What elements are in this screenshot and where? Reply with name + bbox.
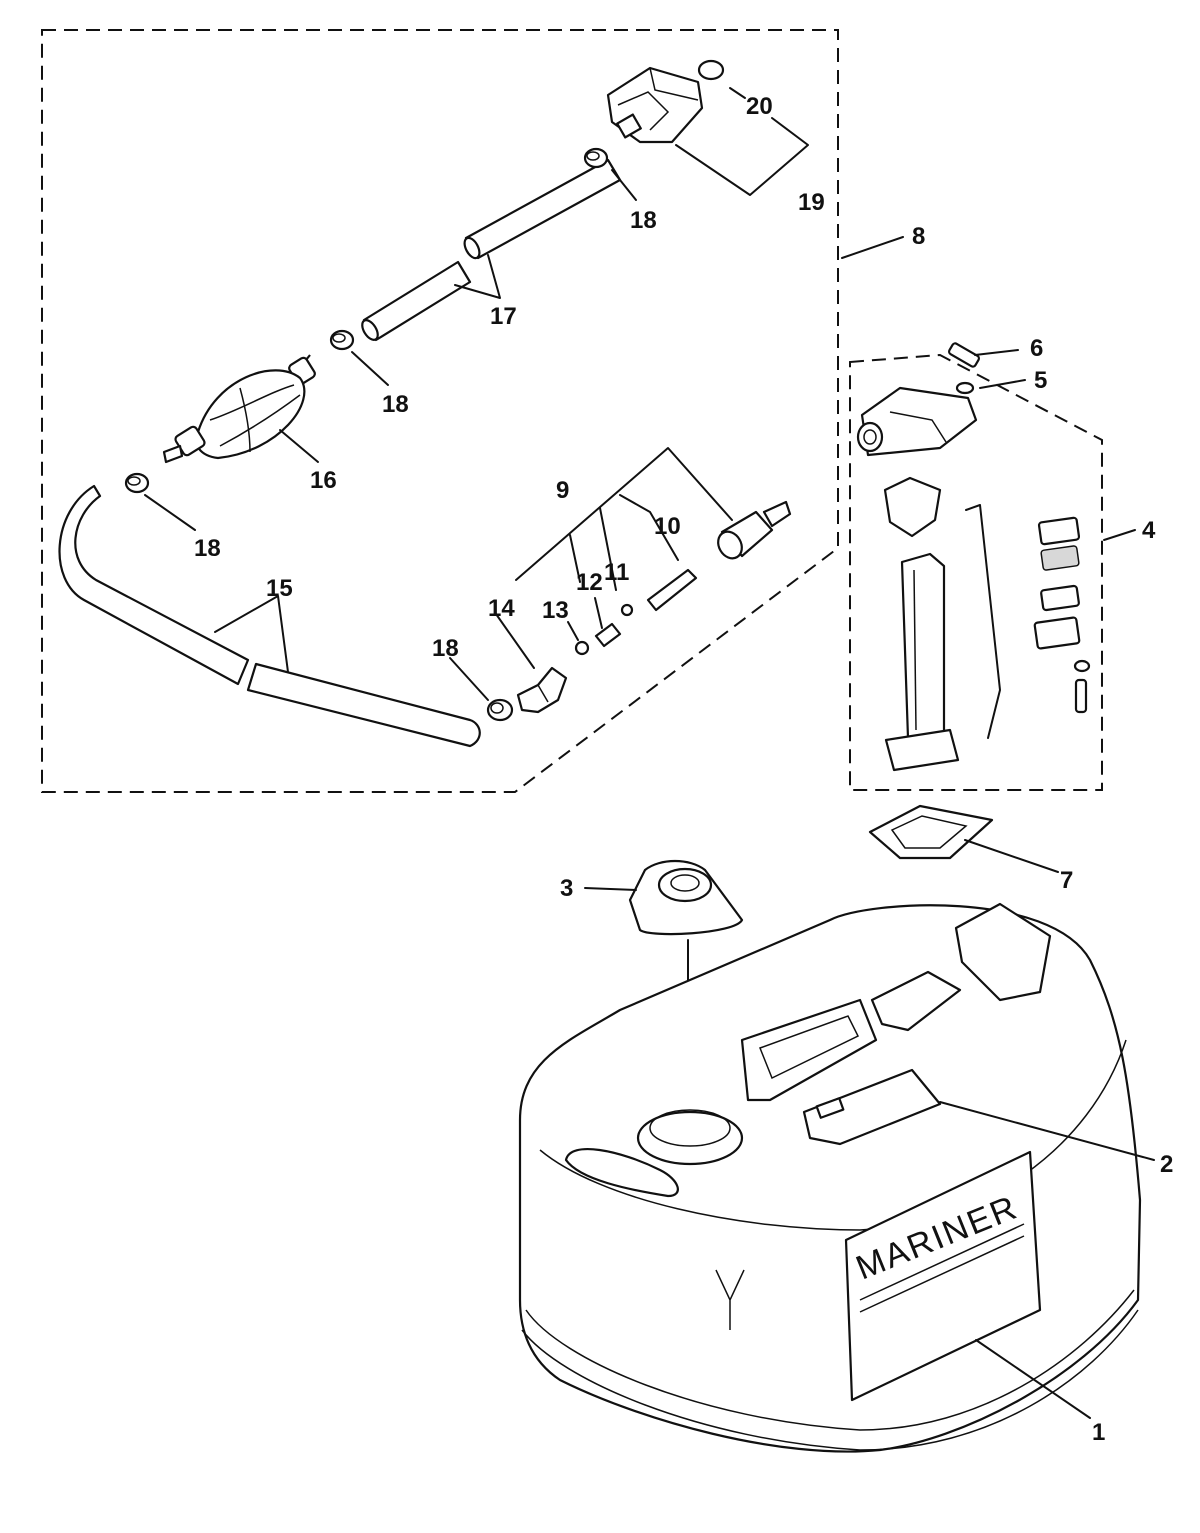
- callout-18-middle: 18: [382, 391, 409, 418]
- callout-4: 4: [1142, 517, 1156, 544]
- callout-5: 5: [1034, 367, 1047, 394]
- fuel-connector: [606, 66, 704, 144]
- callout-17: 17: [490, 303, 517, 330]
- callout-7: 7: [1060, 867, 1073, 894]
- gasket: [868, 804, 994, 860]
- leader-lines-fuel-line: [144, 87, 809, 701]
- callout-6: 6: [1030, 335, 1043, 362]
- callout-12: 12: [576, 569, 603, 596]
- callout-8: 8: [912, 223, 925, 250]
- washer-5: [955, 381, 975, 395]
- callout-18-upper: 18: [630, 207, 657, 234]
- fuel-pickup-assembly-boundary: [849, 353, 1103, 791]
- o-ring: [697, 59, 725, 81]
- primer-bulb: [162, 354, 316, 464]
- callout-18-right: 18: [432, 635, 459, 662]
- callout-11: 11: [604, 559, 629, 586]
- screw-6: [948, 342, 980, 368]
- callout-labels: 1 2 3 4 5 6 7 8 9 10 11 12 13 14 15 16 1…: [194, 93, 1173, 1446]
- check-valve-10: [646, 568, 698, 612]
- callout-1: 1: [1092, 1419, 1105, 1446]
- hose-clamp-middle: [329, 329, 355, 351]
- o-ring-11: [620, 603, 634, 617]
- callout-20: 20: [746, 93, 773, 120]
- fuel-cap: [628, 860, 744, 936]
- callout-19: 19: [798, 189, 825, 216]
- leader-lines-tank: [584, 236, 1155, 1419]
- fitting-9: [717, 500, 792, 560]
- hose-clamp-lower-right: [486, 698, 514, 722]
- callout-13: 13: [542, 597, 569, 624]
- pickup-cover: [883, 476, 942, 538]
- callout-14: 14: [488, 595, 515, 622]
- washer-13: [574, 640, 590, 656]
- callout-2: 2: [1160, 1151, 1173, 1178]
- pickup-rod: [965, 504, 1001, 739]
- fuel-line-assembly-boundary: [41, 29, 839, 793]
- pickup-tube: [884, 552, 960, 772]
- fuel-hose-lower: [58, 484, 481, 748]
- callout-3: 3: [560, 875, 573, 902]
- callout-10: 10: [654, 513, 681, 540]
- screw-lower: [1073, 659, 1091, 714]
- callout-9: 9: [556, 477, 569, 504]
- fuel-hose-upper: [361, 158, 622, 342]
- callout-16: 16: [310, 467, 337, 494]
- callout-15: 15: [266, 575, 293, 602]
- hose-clamp-lower-left: [124, 472, 150, 494]
- fuel-tank: [518, 902, 1142, 1453]
- fuel-fitting-14: [516, 666, 568, 714]
- fitting-12: [594, 622, 622, 648]
- callout-18-left: 18: [194, 535, 221, 562]
- gauge-parts: [1033, 516, 1081, 650]
- hose-clamp-upper: [583, 147, 609, 169]
- pickup-head: [856, 386, 978, 457]
